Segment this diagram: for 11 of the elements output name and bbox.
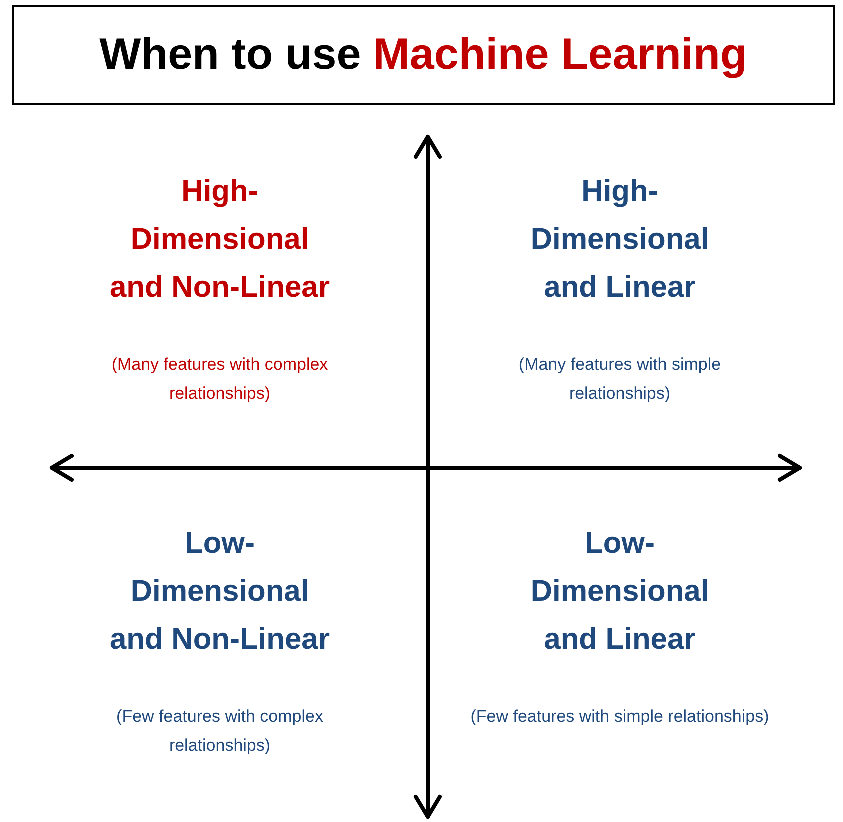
quadrant-heading: Low-Dimensional and Non-Linear [108,526,331,658]
quadrant-description: (Few features with simple relationships) [470,706,770,728]
quadrant-description: (Many features with complex relationships) [110,354,330,405]
title-box [12,5,835,105]
quadrant-heading: Low-Dimensional and Linear [530,526,710,658]
quadrant-description: (Few features with complex relationships) [116,706,324,757]
title-text: Machine Learning [373,29,748,81]
quadrant-heading: High-Dimensional and Non-Linear [108,174,331,306]
quadrant-description: (Many features with simple relationships) [518,354,722,405]
quadrant-heading: High-Dimensional and Linear [530,174,710,306]
title-text: When to use [100,29,362,81]
